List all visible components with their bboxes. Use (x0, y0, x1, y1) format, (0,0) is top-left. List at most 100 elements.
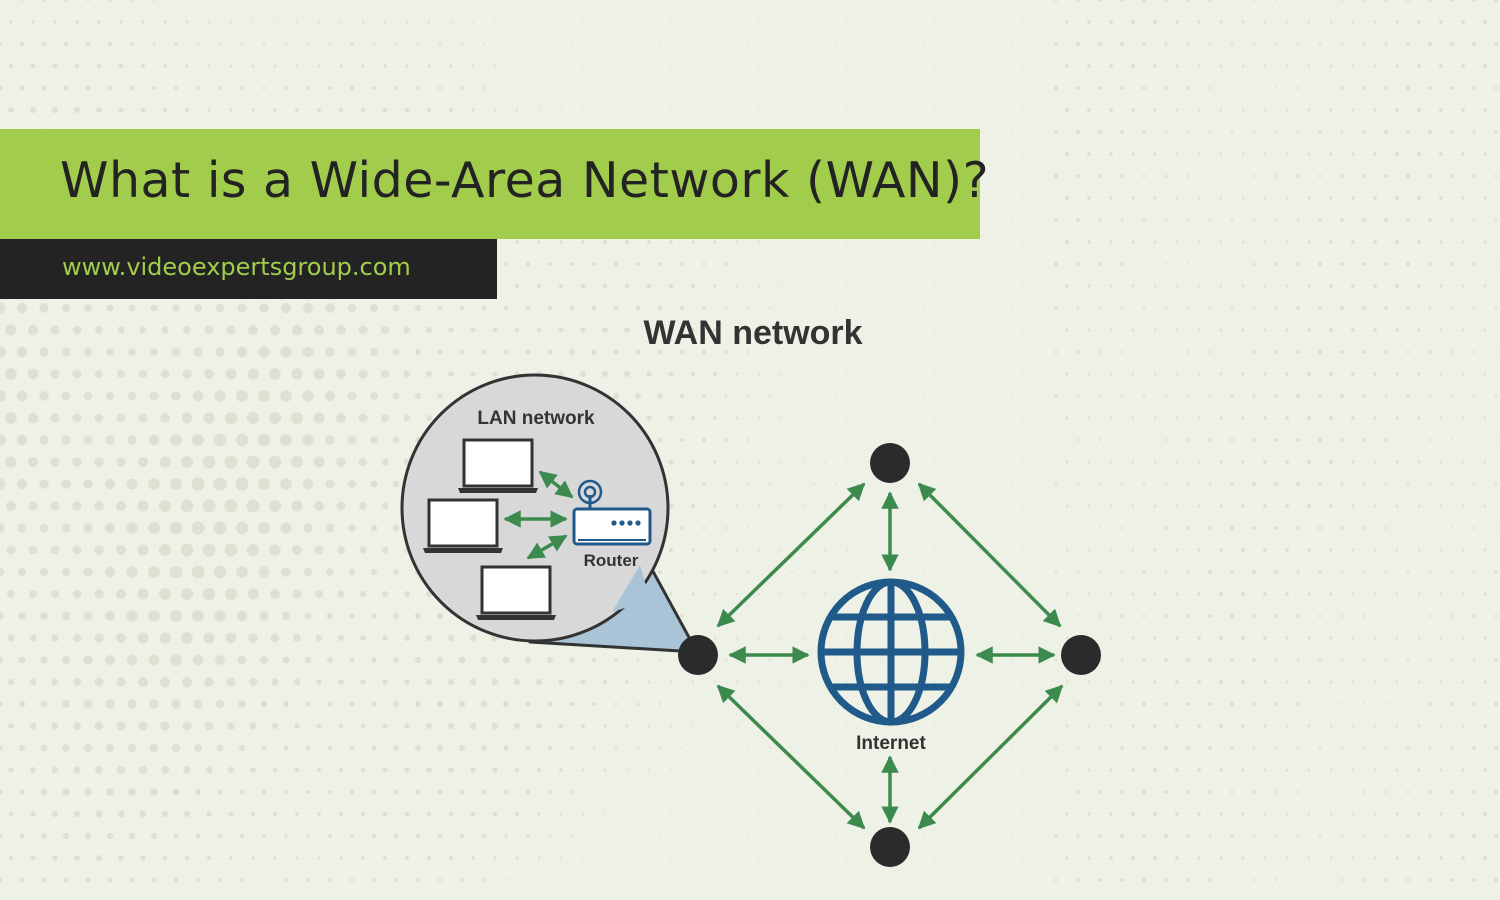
bg-dot (624, 283, 630, 289)
bg-dot (149, 743, 159, 753)
bg-dot (1494, 42, 1498, 46)
bg-dot (746, 262, 750, 266)
bg-dot (1274, 394, 1278, 398)
bg-dot (967, 659, 969, 661)
bg-dot (747, 87, 749, 89)
bg-dot (679, 481, 685, 487)
bg-dot (1142, 306, 1146, 310)
bg-dot (1351, 592, 1355, 596)
bg-dot (1461, 504, 1465, 508)
bg-dot (1472, 614, 1476, 618)
bg-dot (1263, 328, 1267, 332)
bg-dot (912, 285, 914, 287)
bg-dot (548, 790, 552, 794)
bg-dot (1373, 20, 1377, 24)
bg-dot (1351, 372, 1355, 376)
bg-dot (1219, 152, 1223, 156)
bg-dot (681, 43, 683, 45)
bg-dot (16, 434, 28, 446)
laptop-icon (421, 498, 505, 555)
bg-dot (8, 723, 14, 729)
bg-dot (1011, 175, 1013, 177)
bg-dot (97, 20, 101, 24)
bg-dot (1219, 460, 1223, 464)
bg-dot (148, 610, 160, 622)
bg-dot (1461, 724, 1465, 728)
bg-dot (1098, 0, 1102, 2)
bg-dot (240, 42, 244, 46)
bg-dot (86, 0, 90, 2)
bg-dot (1120, 834, 1124, 838)
bg-dot (1109, 724, 1113, 728)
bg-dot (603, 724, 607, 728)
bg-dot (824, 285, 826, 287)
bg-dot (273, 108, 277, 112)
bg-dot (747, 43, 749, 45)
bg-dot (725, 835, 727, 837)
bg-dot (1406, 438, 1410, 442)
bg-dot (901, 87, 903, 89)
bg-dot (648, 21, 650, 23)
bg-dot (381, 502, 389, 510)
bg-dot (137, 632, 149, 644)
bg-dot (349, 745, 355, 751)
bg-dot (339, 20, 343, 24)
bg-dot (1439, 592, 1443, 596)
bg-dot (1461, 460, 1465, 464)
bg-dot (1461, 548, 1465, 552)
bg-dot (1384, 658, 1388, 662)
bg-dot (1274, 130, 1278, 134)
bg-dot (269, 324, 281, 336)
bg-dot (1164, 42, 1168, 46)
bg-dot (725, 0, 727, 1)
bg-dot (835, 43, 837, 45)
bg-dot (780, 109, 782, 111)
bg-dot (1318, 526, 1322, 530)
bg-dot (1033, 439, 1035, 441)
bg-dot (934, 373, 936, 375)
bg-dot (259, 611, 269, 621)
bg-dot (989, 835, 991, 837)
bg-dot (51, 590, 59, 598)
bg-dot (1252, 218, 1256, 222)
bg-dot (703, 87, 705, 89)
bg-dot (1065, 240, 1069, 244)
bg-dot (1164, 790, 1168, 794)
bg-dot (281, 303, 291, 313)
bg-dot (130, 42, 134, 46)
bg-dot (73, 722, 81, 730)
bg-dot (29, 634, 37, 642)
bg-dot (1076, 614, 1080, 618)
bg-dot (1395, 416, 1399, 420)
bg-dot (126, 610, 138, 622)
bg-dot (690, 327, 696, 333)
bg-dot (580, 327, 586, 333)
bg-dot (690, 283, 696, 289)
bg-dot (74, 855, 80, 861)
bg-dot (437, 305, 443, 311)
bg-dot (648, 813, 650, 815)
bg-dot (1285, 152, 1289, 156)
website-url[interactable]: www.videoexpertsgroup.com (62, 253, 411, 281)
bg-dot (757, 284, 761, 288)
bg-dot (336, 501, 346, 511)
bg-dot (1044, 461, 1046, 463)
bg-dot (1472, 130, 1476, 134)
bg-dot (52, 855, 58, 861)
bg-dot (94, 413, 104, 423)
bg-dot (193, 347, 203, 357)
bg-dot (302, 434, 314, 446)
bg-dot (681, 791, 683, 793)
bg-dot (273, 64, 277, 68)
bg-dot (1351, 768, 1355, 772)
bg-dot (1417, 504, 1421, 508)
bg-dot (1054, 438, 1058, 442)
bg-dot (1065, 20, 1069, 24)
bg-dot (1483, 724, 1487, 728)
bg-dot (1076, 130, 1080, 134)
bg-dot (191, 521, 205, 535)
bg-dot (1307, 636, 1311, 640)
bg-dot (291, 368, 303, 380)
bg-dot (1428, 614, 1432, 618)
bg-dot (1230, 746, 1234, 750)
